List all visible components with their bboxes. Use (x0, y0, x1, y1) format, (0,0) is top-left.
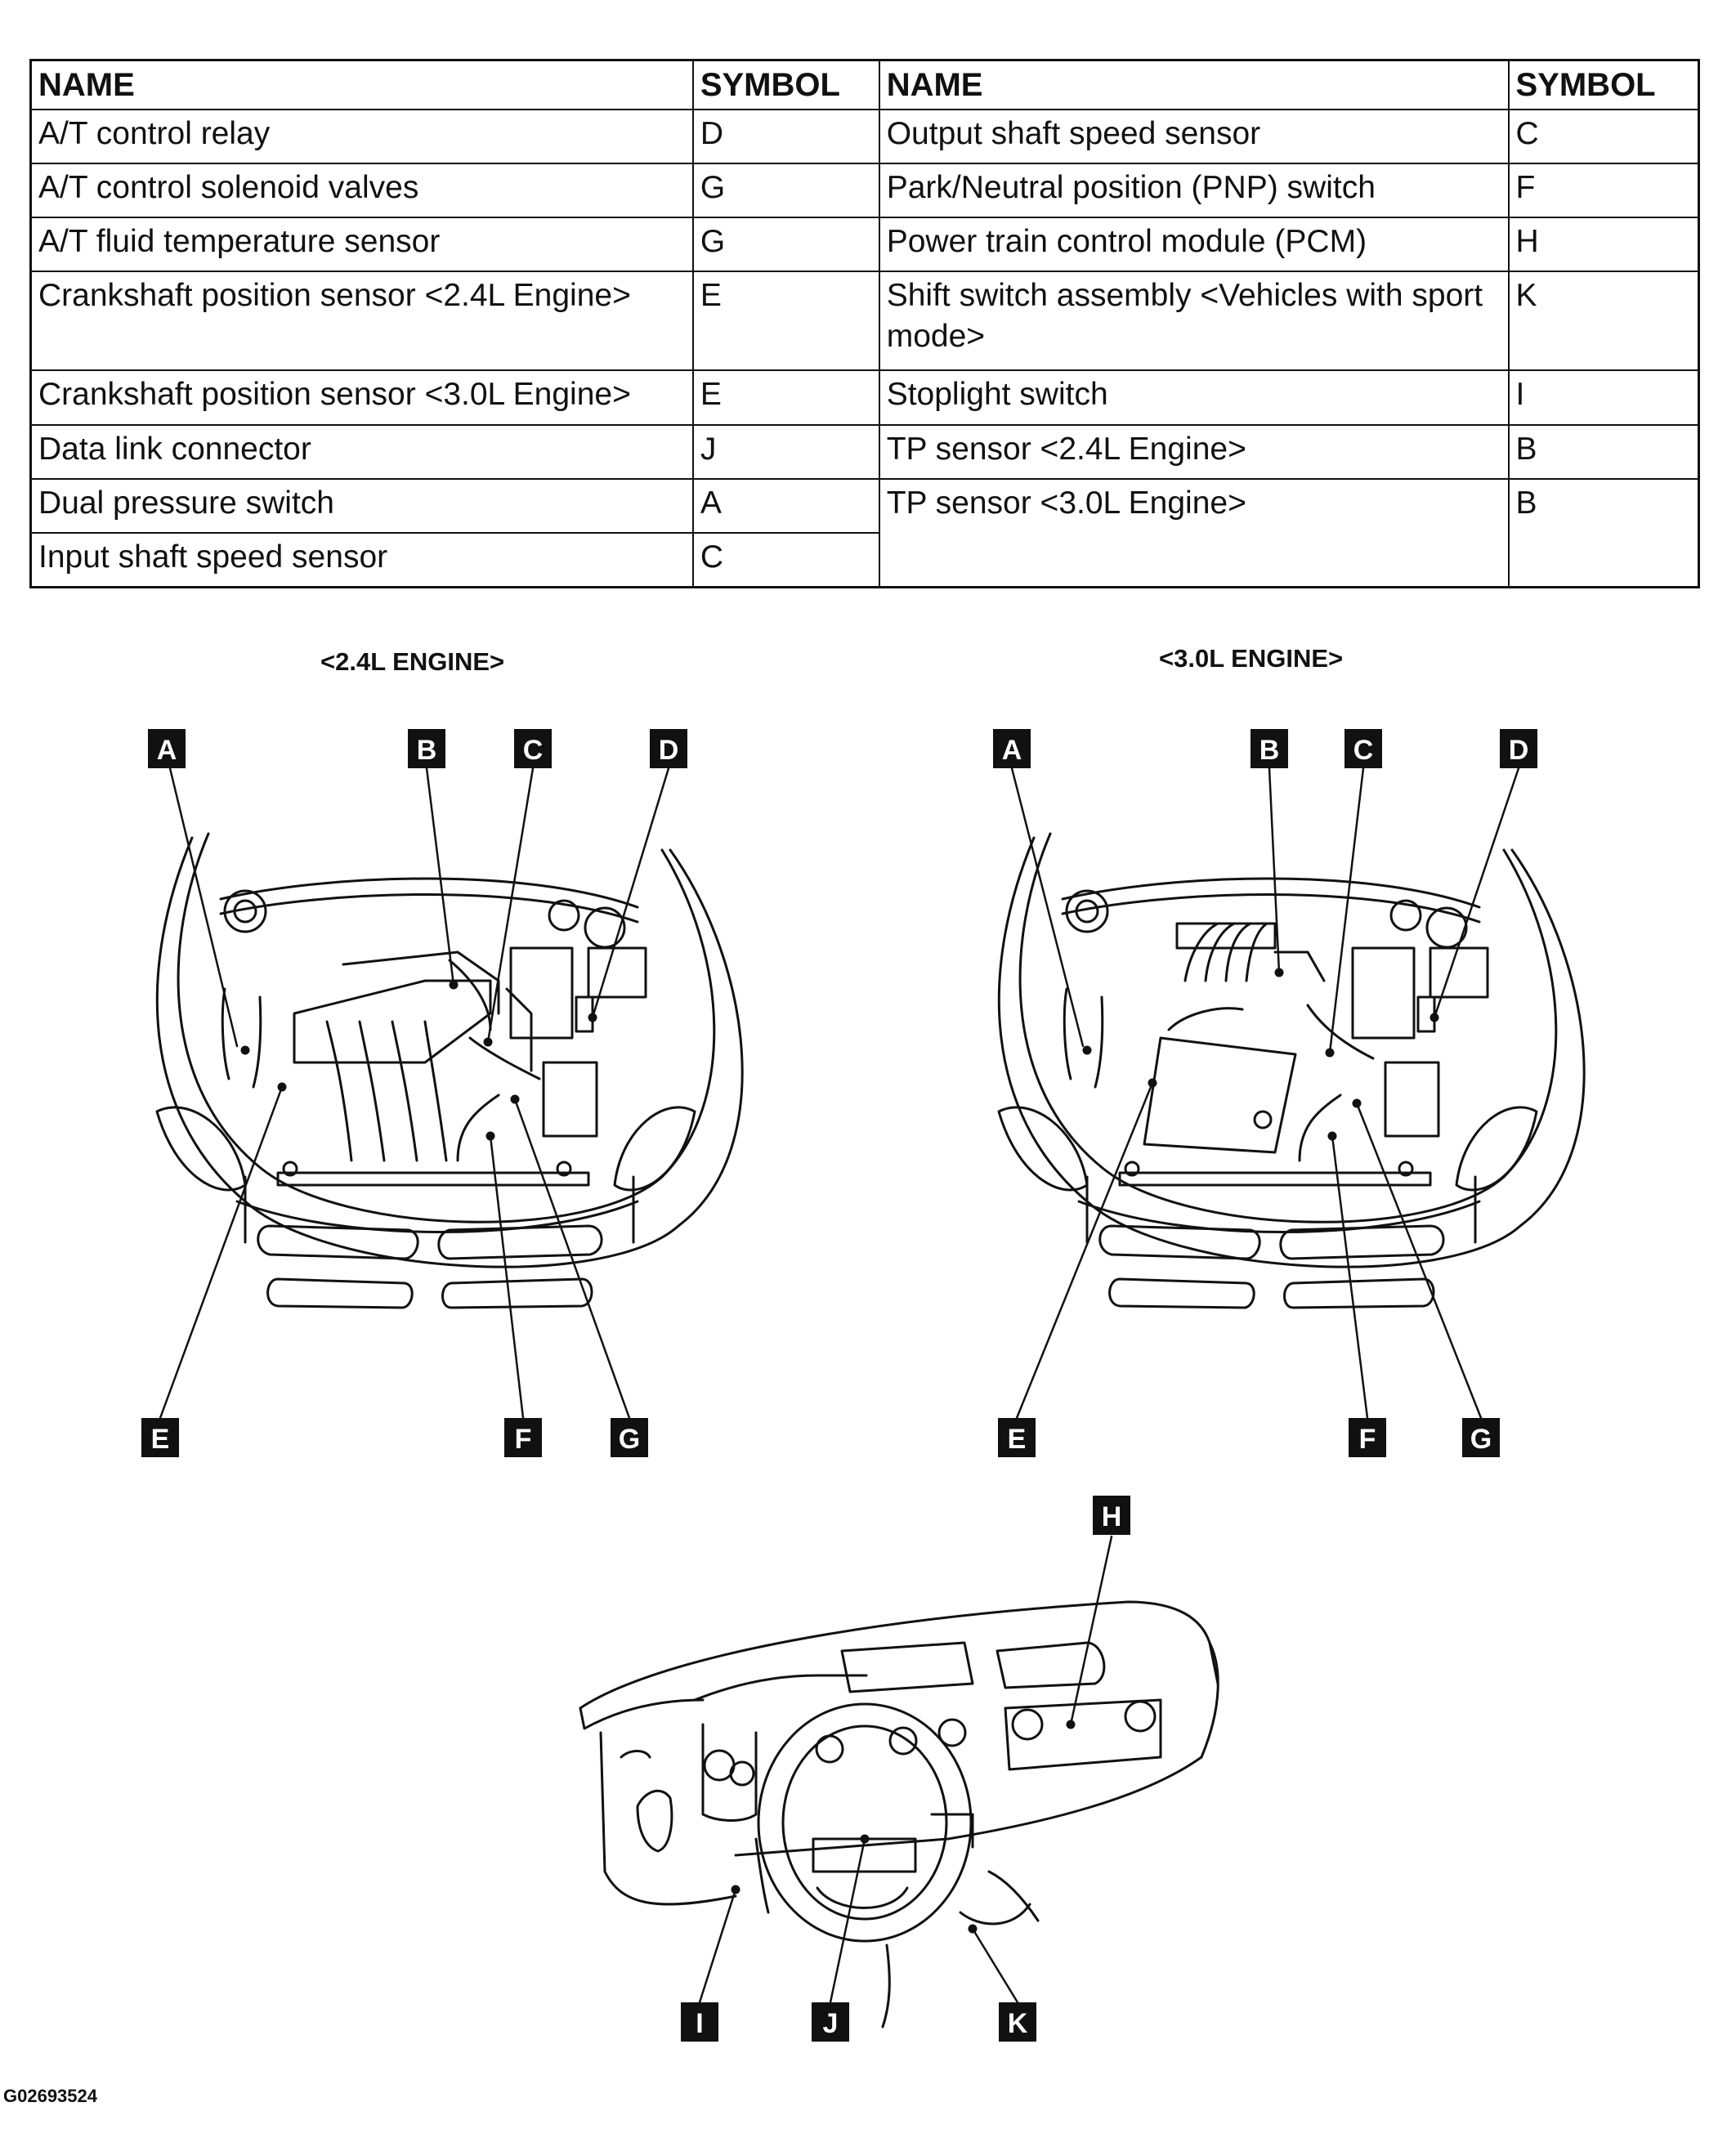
dashboard-drawing (579, 1600, 1219, 2029)
name-cell-right: TP sensor <2.4L Engine> (878, 423, 1510, 480)
callout-i: I (681, 2002, 718, 2042)
name-cell-right: Shift switch assembly <Vehicles with spo… (878, 271, 1510, 372)
callout-b-30: B (1251, 729, 1288, 768)
callout-c-30: C (1345, 729, 1382, 768)
svg-text:G: G (1470, 1424, 1492, 1455)
name-cell-left: A/T fluid temperature sensor (29, 217, 694, 273)
callout-f-30: F (1349, 1418, 1386, 1457)
svg-text:C: C (1353, 735, 1374, 766)
symbol-cell-left: J (691, 423, 880, 480)
symbol-cell-left: G (691, 163, 880, 219)
svg-text:K: K (1008, 2008, 1028, 2039)
table-row: Data link connector J TP sensor <2.4L En… (29, 423, 1700, 480)
svg-text:C: C (523, 735, 544, 766)
symbol-cell-left: G (691, 217, 880, 273)
symbol-cell-right: K (1507, 271, 1700, 372)
callout-j: J (812, 2002, 849, 2042)
engine-30-title: <3.0L ENGINE> (1159, 644, 1344, 673)
symbol-cell-right: F (1507, 163, 1700, 219)
callout-a-24: A (148, 729, 186, 768)
symbol-cell-right: I (1507, 369, 1700, 426)
table-row: A/T control relay D Output shaft speed s… (29, 108, 1700, 165)
callout-d-24: D (650, 729, 687, 768)
name-cell-right: Power train control module (PCM) (878, 217, 1510, 273)
table-row: Crankshaft position sensor <3.0L Engine>… (29, 369, 1700, 426)
callout-e-30: E (998, 1418, 1036, 1457)
name-cell-right: Park/Neutral position (PNP) switch (878, 163, 1510, 219)
callout-k: K (999, 2002, 1036, 2042)
name-cell-left: Crankshaft position sensor <2.4L Engine> (29, 271, 694, 372)
symbol-cell-left: C (691, 531, 880, 588)
table-row: Crankshaft position sensor <2.4L Engine>… (29, 271, 1700, 372)
leader-lines (159, 767, 1520, 2004)
svg-text:D: D (1509, 735, 1529, 766)
table-row: Input shaft speed sensor C (29, 531, 1699, 588)
component-location-table: NAME SYMBOL NAME SYMBOL A/T control rela… (29, 59, 1700, 588)
name-cell-right: Output shaft speed sensor (878, 108, 1510, 165)
engine-bay-30-drawing (997, 832, 1586, 1309)
symbol-cell-left: E (691, 271, 880, 372)
figure-code: G02693524 (3, 2086, 97, 2106)
callout-f-24: F (504, 1418, 542, 1457)
name-cell-right: TP sensor <3.0L Engine> (878, 477, 1510, 588)
callout-g-24: G (611, 1418, 648, 1457)
name-cell-left: Dual pressure switch (29, 477, 694, 534)
name-cell-left: Data link connector (29, 423, 694, 480)
table-row: A/T control solenoid valves G Park/Neutr… (29, 163, 1700, 219)
header-name-left: NAME (29, 59, 694, 110)
symbol-cell-right: B (1507, 423, 1700, 480)
header-symbol-left: SYMBOL (691, 59, 880, 110)
svg-text:J: J (823, 2008, 839, 2039)
svg-text:B: B (1259, 735, 1280, 766)
svg-text:I: I (696, 2008, 703, 2039)
callout-d-30: D (1500, 729, 1537, 768)
symbol-cell-right: B (1507, 477, 1700, 588)
svg-text:D: D (659, 735, 679, 766)
name-cell-left: Crankshaft position sensor <3.0L Engine> (29, 369, 694, 426)
svg-text:E: E (1008, 1424, 1027, 1455)
callout-a-30: A (993, 729, 1031, 768)
engine-bay-24-drawing (155, 832, 744, 1309)
symbol-cell-left: A (691, 477, 880, 534)
svg-text:H: H (1102, 1501, 1122, 1532)
symbol-cell-left: E (691, 369, 880, 426)
callout-g-30: G (1462, 1418, 1500, 1457)
svg-text:G: G (619, 1424, 640, 1455)
symbol-cell-right: C (1507, 108, 1700, 165)
callout-h: H (1093, 1496, 1130, 1535)
callout-c-24: C (514, 729, 552, 768)
header-name-right: NAME (878, 59, 1510, 110)
svg-text:E: E (151, 1424, 170, 1455)
name-cell-left: Input shaft speed sensor (29, 531, 694, 588)
name-cell-right: Stoplight switch (878, 369, 1510, 426)
symbol-cell-right: H (1507, 217, 1700, 273)
svg-text:A: A (1002, 735, 1022, 766)
name-cell-left: A/T control relay (29, 108, 694, 165)
table-row: Dual pressure switch A TP sensor <3.0L E… (29, 477, 1700, 588)
svg-text:F: F (515, 1424, 532, 1455)
name-cell-left: A/T control solenoid valves (29, 163, 694, 219)
table-header-row: NAME SYMBOL NAME SYMBOL (29, 59, 1700, 110)
callout-e-24: E (141, 1418, 179, 1457)
header-symbol-right: SYMBOL (1507, 59, 1700, 110)
callout-b-24: B (408, 729, 445, 768)
engine-24-title: <2.4L ENGINE> (320, 647, 505, 676)
svg-text:B: B (417, 735, 437, 766)
svg-text:A: A (157, 735, 177, 766)
svg-text:F: F (1359, 1424, 1376, 1455)
symbol-cell-left: D (691, 108, 880, 165)
table-row: A/T fluid temperature sensor G Power tra… (29, 217, 1700, 273)
